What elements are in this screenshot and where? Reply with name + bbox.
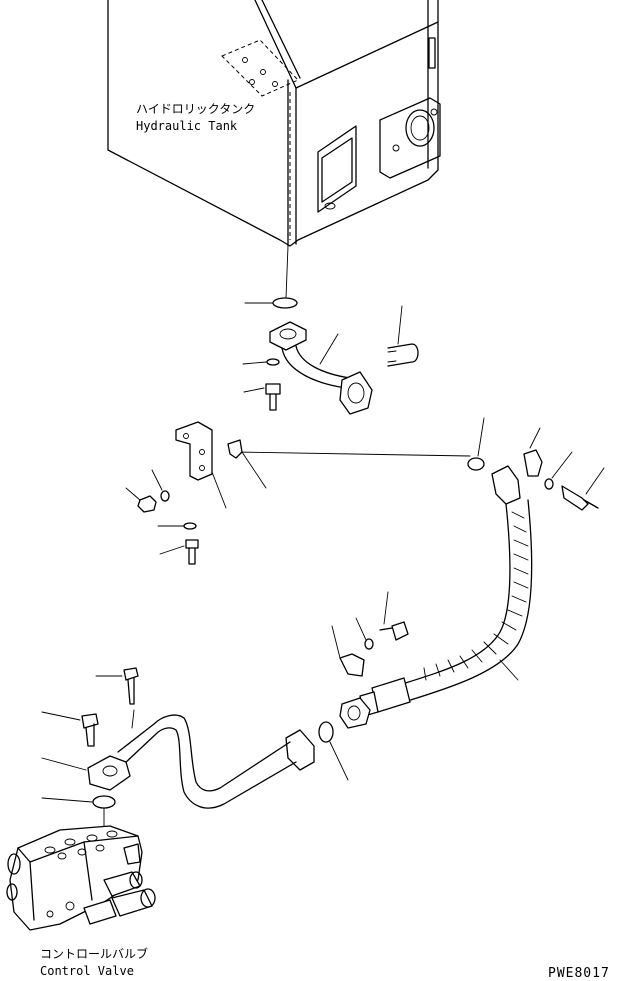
tank-label-en: Hydraulic Tank: [136, 119, 238, 133]
mounting-bracket: [175, 421, 267, 509]
tank-label-jp: ハイドロリックタンク: [136, 102, 255, 116]
drawing-code: PWE8017: [548, 966, 610, 981]
o-ring-top: [244, 297, 298, 309]
steel-tube: [87, 714, 315, 809]
hydraulic-hose: [339, 417, 533, 729]
o-ring-middle: [318, 721, 349, 781]
control-valve: [6, 825, 156, 931]
bolts-lower-left: [41, 667, 139, 771]
nut-washer-group: [125, 469, 199, 565]
washer-bolt-left: [242, 358, 281, 411]
suction-elbow-tube: [233, 321, 471, 457]
valve-label-en: Control Valve: [40, 964, 134, 978]
hose-clamp-middle: [331, 591, 409, 677]
hose-clamp-top: [523, 427, 605, 511]
hydraulic-tank: [107, 0, 441, 299]
u-bolt: [387, 305, 419, 367]
valve-label-jp: コントロールバルブ: [40, 946, 148, 961]
gasket: [41, 795, 116, 831]
